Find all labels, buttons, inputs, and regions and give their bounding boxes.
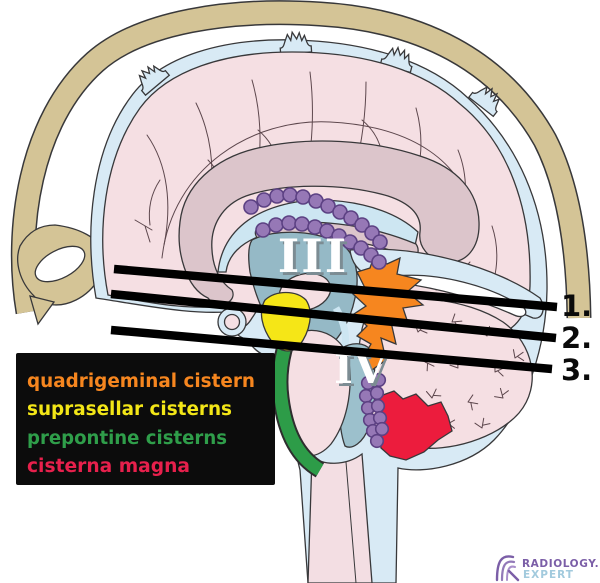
radiology-expert-logo-icon bbox=[495, 555, 520, 582]
choroid-plexus-granule bbox=[354, 217, 370, 233]
choroid-plexus-granule bbox=[372, 234, 388, 250]
skull-band bbox=[12, 1, 590, 319]
legend-item-cisterna-magna: cisterna magna bbox=[27, 456, 190, 477]
choroid-plexus-granule bbox=[281, 215, 297, 231]
marker-1: 1. bbox=[561, 289, 592, 323]
choroid-plexus-granule bbox=[295, 189, 311, 205]
cisterna-magna bbox=[377, 390, 453, 461]
choroid-plexus-granule bbox=[256, 192, 272, 208]
choroid-plexus-granule bbox=[320, 198, 336, 214]
logo: RADIOLOGY. EXPERT bbox=[495, 555, 599, 582]
annotations: III III IV IV 1. 2. 3. bbox=[110, 229, 592, 396]
marker-3: 3. bbox=[561, 353, 592, 387]
legend: quadrigeminal cistern suprasellar cister… bbox=[16, 353, 275, 485]
choroid-plexus-granule bbox=[269, 188, 285, 204]
choroid-plexus-granule bbox=[255, 222, 271, 238]
choroid-plexus-granule bbox=[343, 210, 359, 226]
logo-text-expert: EXPERT bbox=[523, 569, 574, 581]
choroid-plexus-granule bbox=[370, 398, 386, 414]
frontal-sinus bbox=[34, 245, 86, 283]
annotation-line-2 bbox=[110, 289, 557, 343]
skull-bone bbox=[10, 0, 592, 326]
choroid-plexus-granule bbox=[282, 187, 298, 203]
legend-item-suprasellar: suprasellar cisterns bbox=[27, 399, 232, 420]
choroid-plexus-granule bbox=[374, 421, 390, 437]
choroid-plexus-granule bbox=[369, 433, 385, 449]
pituitary-gland bbox=[223, 313, 241, 331]
cisterns bbox=[217, 255, 453, 478]
third-ventricle-label-shadow: III bbox=[281, 232, 352, 286]
brainstem bbox=[283, 306, 376, 583]
choroid-plexus-granule bbox=[243, 199, 259, 215]
choroid-plexus-granule bbox=[371, 254, 387, 270]
annotation-line-3 bbox=[110, 325, 553, 374]
legend-box bbox=[16, 353, 275, 485]
nasal-spur bbox=[29, 295, 56, 326]
choroid-plexus bbox=[243, 187, 390, 449]
quadrigeminal-cistern bbox=[351, 255, 425, 371]
legend-item-prepontine: prepontine cisterns bbox=[27, 428, 227, 449]
logo-text-radiology: RADIOLOGY. bbox=[522, 558, 599, 570]
third-ventricle-label: III bbox=[278, 229, 349, 283]
annotation-line-1 bbox=[113, 264, 558, 312]
legend-item-quadrigeminal: quadrigeminal cistern bbox=[27, 371, 255, 392]
marker-2: 2. bbox=[561, 321, 592, 355]
arachnoid-granulation bbox=[278, 30, 313, 55]
cord-midline bbox=[345, 461, 357, 583]
